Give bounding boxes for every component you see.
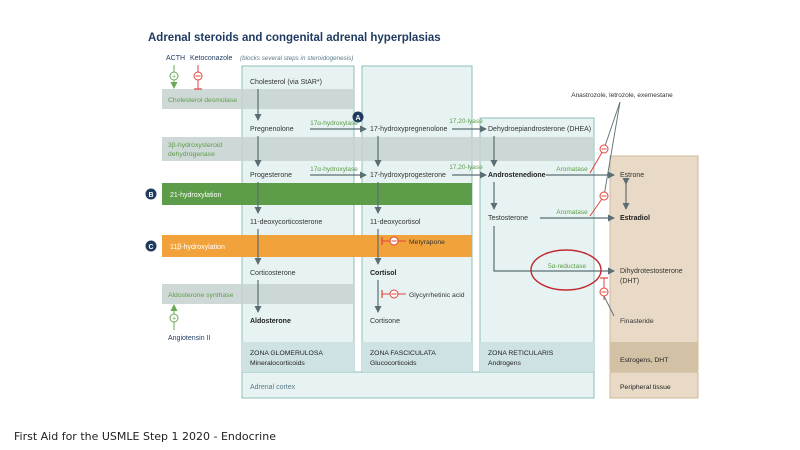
testosterone: Testosterone: [488, 215, 528, 222]
marker-b: [145, 188, 157, 200]
hydroxyprogesterone: 17-hydroxyprogesterone: [370, 172, 446, 179]
zona-glomerulosa-product: Mineralocorticoids: [250, 360, 305, 367]
zona-glomerulosa-footer: [242, 342, 354, 372]
peripheral-tissue-label: Peripheral tissue: [620, 384, 671, 391]
enzyme-aromatase-1: Aromatase: [556, 166, 588, 173]
aldosterone: Aldosterone: [250, 318, 291, 325]
adrenal-cortex-label: Adrenal cortex: [250, 384, 296, 391]
svg-text:+: +: [172, 316, 176, 323]
svg-text:+: +: [172, 74, 176, 81]
diagram-title: Adrenal steroids and congenital adrenal …: [148, 32, 441, 44]
finasteride-label: Finasteride: [620, 318, 654, 325]
dht-line2: (DHT): [620, 278, 639, 285]
label-21-hydroxylation: 21-hydroxylation: [170, 192, 221, 199]
peripheral-product-footer: [610, 342, 698, 372]
peripheral-tissue-panel: [609, 155, 699, 371]
zona-reticularis-name: ZONA RETICULARIS: [488, 350, 554, 357]
zona-reticularis-product: Androgens: [488, 360, 521, 367]
glycyrrhetinic-label: Glycyrrhetinic acid: [409, 292, 465, 299]
ketoconazole-note: (blocks several steps in steroidogenesis…: [240, 55, 353, 62]
enzyme-5a-reductase: 5α-reductase: [548, 263, 586, 270]
acth-stimulate-icon: [169, 71, 179, 81]
zona-fasciculata-name: ZONA FASCICULATA: [370, 350, 436, 357]
ketoconazole-label: Ketoconazole: [190, 55, 233, 62]
enzyme-17a-hydroxylase-2: 17α-hydroxylase: [310, 166, 358, 173]
marker-a: [352, 111, 364, 123]
highlight-5a-reductase-circle: [530, 249, 602, 291]
estradiol: Estradiol: [620, 215, 650, 222]
enzyme-aromatase-2: Aromatase: [556, 209, 588, 216]
testosterone-to-dht-arrow: [493, 226, 615, 275]
angiotensin-stimulate-icon: [169, 313, 179, 323]
cortisol: Cortisol: [370, 270, 397, 277]
label-3b-hsd-line2: dehydrogenase: [168, 151, 215, 158]
enzyme-lyase-1: 17,20-lyase: [449, 118, 483, 125]
marker-c-label: C: [148, 244, 153, 251]
label-cholesterol-desmolase: Cholesterol desmolase: [168, 97, 237, 104]
marker-a-label: A: [355, 115, 360, 122]
estrone: Estrone: [620, 172, 644, 179]
peripheral-footer-panel: [609, 371, 699, 399]
acth-label: ACTH: [166, 55, 185, 62]
cholesterol: Cholesterol (via StAR*): [250, 79, 322, 86]
label-3b-hsd-line1: 3β-hydroxysteroid: [168, 142, 222, 149]
enzyme-17a-hydroxylase-1: 17α-hydroxylase: [310, 120, 358, 127]
enzyme-lyase-2: 17,20-lyase: [449, 164, 483, 171]
dht-line1: Dihydrotestosterone: [620, 268, 683, 275]
marker-c: [145, 240, 157, 252]
zona-fasciculata-footer: [362, 342, 472, 372]
peripheral-product: Estrogens, DHT: [620, 357, 668, 364]
zona-reticularis-footer: [480, 342, 594, 372]
deoxycortisol: 11-deoxycortisol: [370, 219, 421, 226]
zona-fasciculata-product: Glucocorticoids: [370, 360, 417, 367]
source-caption: First Aid for the USMLE Step 1 2020 - En…: [14, 430, 276, 443]
label-11b-hydroxylation: 11β-hydroxylation: [170, 244, 225, 251]
angiotensin-label: Angiotensin II: [168, 335, 210, 342]
androstenedione: Androstenedione: [488, 172, 546, 179]
zona-glomerulosa-name: ZONA GLOMERULOSA: [250, 350, 323, 357]
pregnenolone: Pregnenolone: [250, 126, 294, 133]
band-21-hydroxylation: [162, 183, 472, 205]
label-aldosterone-synthase: Aldosterone synthase: [168, 292, 234, 299]
aromatase-inhibitors-label: Anastrozole, letrozole, exemestane: [571, 92, 673, 99]
hydroxypregnenolone: 17-hydroxypregnenolone: [370, 126, 448, 133]
metyrapone-label: Metyrapone: [409, 239, 445, 246]
progesterone: Progesterone: [250, 172, 292, 179]
dhea: Dehydroepiandrosterone (DHEA): [488, 126, 591, 133]
zona-fasciculata-panel: [361, 65, 473, 373]
cortisone: Cortisone: [370, 318, 400, 325]
corticosterone: Corticosterone: [250, 270, 296, 277]
adrenal-cortex-panel: [241, 371, 595, 399]
marker-b-label: B: [148, 192, 153, 199]
deoxycorticosterone: 11-deoxycorticosterone: [250, 219, 322, 226]
